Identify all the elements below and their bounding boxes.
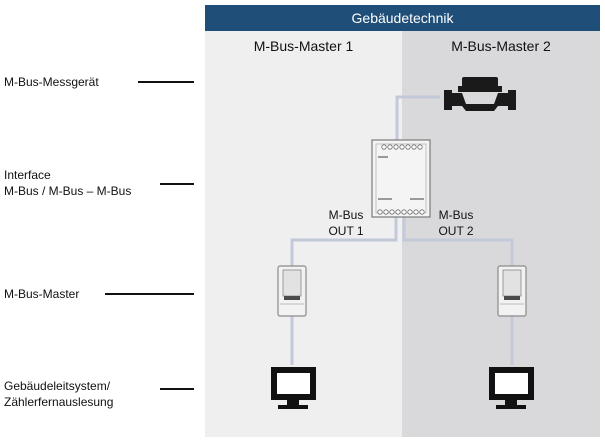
bus-wires: [290, 95, 514, 365]
label-interface-line2: M-Bus / M-Bus – M-Bus: [4, 184, 132, 198]
leader-meter: [138, 81, 194, 83]
interface-module-icon: [371, 139, 431, 218]
output-1-label-line2: OUT 1: [328, 224, 364, 238]
master-device-1-icon: [277, 265, 307, 317]
output-2-label-line1: M-Bus: [438, 208, 474, 222]
label-bms-line1: Gebäudeleitsystem/: [4, 379, 111, 393]
monitor-2-icon: [489, 367, 534, 409]
water-meter-icon: [444, 77, 516, 111]
output-1-label-line1: M-Bus: [328, 208, 364, 222]
label-interface-line1: Interface: [4, 168, 51, 182]
label-bms-line2: Zählerfernauslesung: [4, 395, 114, 409]
output-2-label-line2: OUT 2: [438, 224, 474, 238]
wire-meter-to-interface: [395, 95, 440, 140]
wire-out1-to-master1: [290, 217, 398, 266]
label-master: M-Bus-Master: [4, 287, 80, 301]
wire-out2-to-master2: [402, 217, 514, 266]
leader-bms: [160, 388, 194, 390]
diagram-header: Gebäudetechnik: [205, 5, 600, 31]
leader-master: [105, 293, 194, 295]
leader-interface: [160, 183, 194, 185]
column-title-master-2: M-Bus-Master 2: [451, 38, 551, 54]
monitor-1-icon: [271, 367, 316, 409]
master-device-2-icon: [497, 265, 527, 317]
label-meter: M-Bus-Messgerät: [4, 75, 99, 89]
column-title-master-1: M-Bus-Master 1: [253, 38, 354, 54]
